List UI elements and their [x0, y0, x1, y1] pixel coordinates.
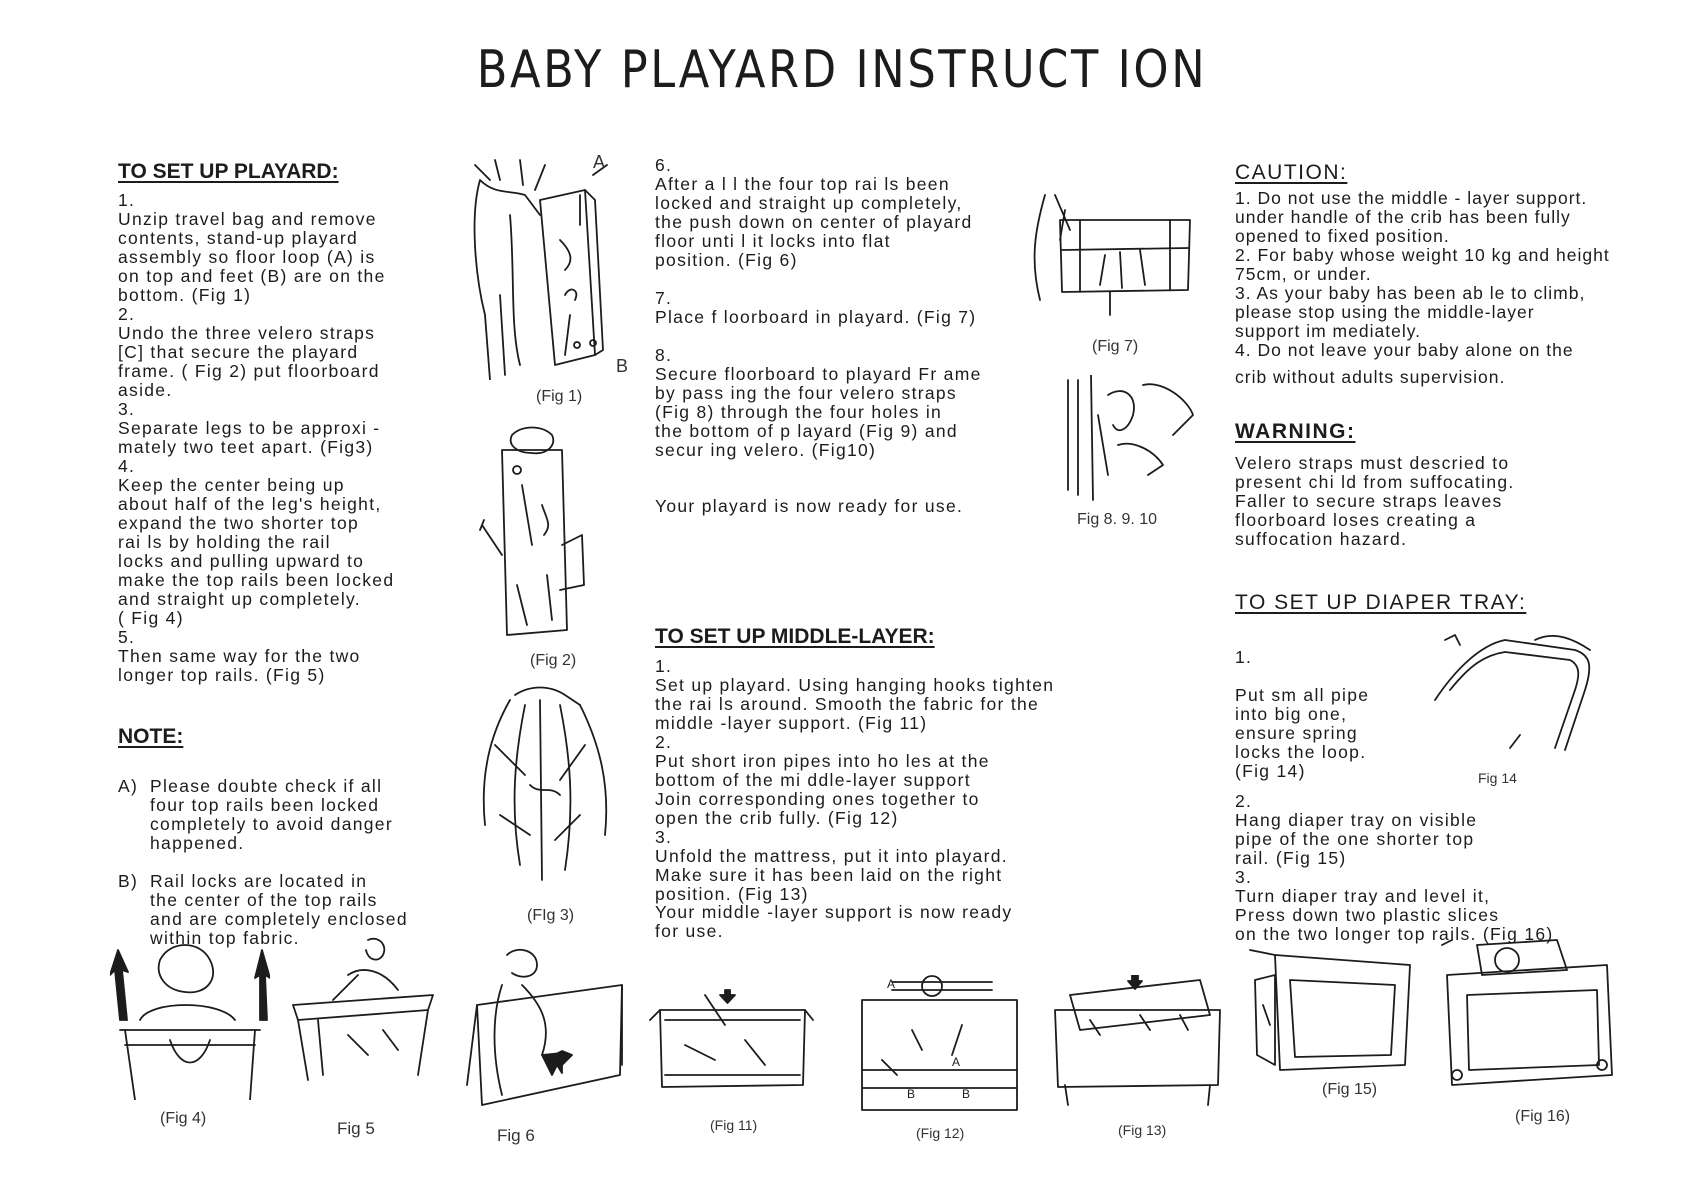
middle-layer-text: 1. Set up playard. Using hanging hooks t…: [655, 656, 1055, 904]
fig16-illustration: [1441, 939, 1613, 1086]
note-item-a: A) Please doubte check if all four top r…: [118, 777, 448, 853]
steps-6-to-8: 6. After a l l the four top rai ls been …: [655, 155, 982, 460]
fig6-caption: Fig 6: [497, 1126, 535, 1145]
fig8-10-illustration: [1067, 375, 1194, 501]
fig11-caption: (Fig 11): [710, 1117, 758, 1133]
diaper-tray-steps: 2. Hang diaper tray on visible pipe of t…: [1235, 791, 1554, 944]
caution-text-continued: crib without adults supervision.: [1235, 367, 1506, 387]
fig1-label-a: A: [593, 152, 606, 172]
fig13-caption: (Fig 13): [1118, 1122, 1167, 1138]
fig1-illustration: [473, 159, 608, 380]
fig4-illustration: [110, 944, 270, 1100]
warning-text: Velero straps must descried to present c…: [1235, 453, 1515, 549]
fig4-caption: (Fig 4): [160, 1110, 207, 1127]
fig1-caption: (Fig 1): [536, 388, 583, 405]
fig5-caption: Fig 5: [337, 1119, 375, 1138]
fig1-label-b: B: [616, 356, 629, 376]
setup-heading: TO SET UP PLAYARD:: [118, 160, 339, 183]
caution-heading: CAUTION:: [1235, 161, 1348, 184]
page-title: BABY PLAYARD INSTRUCT ION: [476, 40, 1208, 100]
svg-text:B: B: [907, 1087, 915, 1101]
fig12-caption: (Fig 12): [916, 1125, 965, 1141]
fig16-caption: (Fig 16): [1515, 1108, 1571, 1125]
fig6-illustration: [466, 948, 623, 1106]
note-item-b: B) Rail locks are located in the center …: [118, 872, 448, 948]
fig3-illustration: [482, 686, 608, 881]
fig12-illustration: A A B B: [861, 975, 1018, 1111]
svg-text:A: A: [887, 977, 895, 991]
note-item-text: Rail locks are located in the center of …: [150, 871, 408, 948]
note-item-mark: A): [118, 776, 139, 796]
note-list: A) Please doubte check if all four top r…: [118, 758, 448, 967]
svg-text:B: B: [962, 1087, 970, 1101]
fig7-caption: (Fig 7): [1092, 338, 1139, 355]
fig2-illustration: [479, 426, 585, 636]
setup-text: 1. Unzip travel bag and remove contents,…: [118, 190, 395, 685]
fig14-illustration: [1434, 634, 1591, 751]
middle-layer-heading: TO SET UP MIDDLE-LAYER:: [655, 625, 935, 648]
fig11-illustration: [649, 989, 814, 1088]
fig5-illustration: [292, 937, 434, 1081]
note-item-text: Please doubte check if all four top rail…: [150, 776, 393, 853]
middle-layer-ready: Your middle -layer support is now ready …: [655, 902, 1013, 941]
fig15-caption: (Fig 15): [1322, 1081, 1378, 1098]
warning-heading: WARNING:: [1235, 420, 1356, 443]
note-item-mark: B): [118, 871, 139, 891]
fig13-illustration: [1054, 975, 1221, 1106]
diaper-tray-heading: TO SET UP DIAPER TRAY:: [1235, 591, 1527, 614]
fig7-illustration: [1033, 194, 1191, 316]
svg-text:A: A: [952, 1055, 960, 1069]
playard-ready-text: Your playard is now ready for use.: [655, 496, 964, 516]
fig2-caption: (Fig 2): [530, 652, 577, 669]
note-heading: NOTE:: [118, 725, 184, 748]
fig15-illustration: [1249, 949, 1411, 1071]
caution-text: 1. Do not use the middle - layer support…: [1235, 188, 1610, 360]
fig14-caption: Fig 14: [1478, 770, 1517, 786]
fig8-10-caption: Fig 8. 9. 10: [1077, 511, 1158, 528]
diaper-tray-step1: 1. Put sm all pipe into big one, ensure …: [1235, 647, 1370, 781]
fig3-caption: (FIg 3): [527, 907, 575, 924]
